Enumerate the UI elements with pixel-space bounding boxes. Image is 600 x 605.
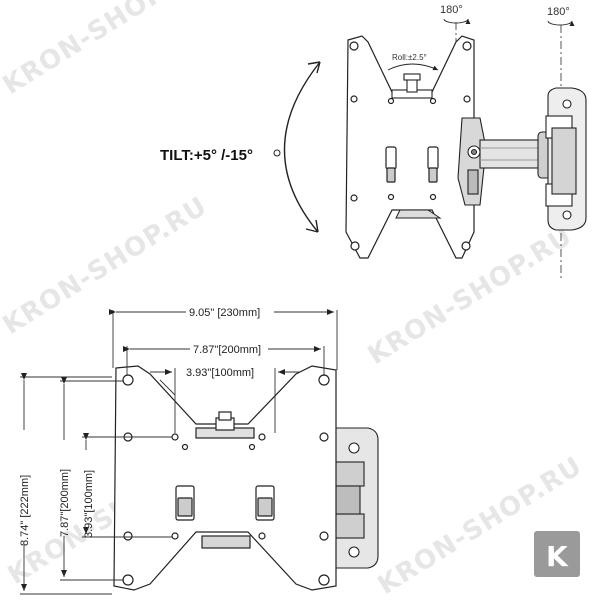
wall-plate bbox=[545, 87, 587, 231]
rotation-arrow-right bbox=[547, 20, 575, 27]
logo-letter: K bbox=[546, 540, 569, 573]
top-view: 180° 180° TILT:+5° /-15° bbox=[160, 4, 587, 280]
dim-width-mid bbox=[123, 346, 325, 376]
dim-height-mid bbox=[60, 377, 124, 581]
tilt-arc bbox=[283, 61, 321, 233]
watermark-1: KRON-SHOP.RU bbox=[0, 0, 213, 101]
rotation-left-label: 180° bbox=[440, 4, 463, 16]
width-inner-label: 3.93"[100mm] bbox=[186, 367, 254, 379]
dimension-drawing: 9.05" [230mm] 7.87"[200mm] 3.93"[100mm] … bbox=[19, 307, 379, 595]
height-outer-label: 8.74" [222mm] bbox=[19, 475, 31, 546]
watermark-2: KRON-SHOP.RU bbox=[0, 191, 213, 341]
tilt-pivot-icon bbox=[273, 149, 281, 157]
dim-height-inner bbox=[82, 433, 172, 538]
kron-logo: K bbox=[534, 531, 580, 577]
roll-knob bbox=[391, 73, 433, 99]
logo-background bbox=[534, 531, 580, 577]
dim-width-inner bbox=[150, 368, 300, 433]
tilt-joint bbox=[457, 117, 487, 206]
dim-width-outer bbox=[109, 309, 338, 370]
tilt-label: TILT:+5° /-15° bbox=[160, 147, 253, 164]
roll-label: Roll:±2.5° bbox=[392, 53, 427, 62]
rotation-right-label: 180° bbox=[547, 6, 570, 18]
height-inner-label: 3.93"[100mm] bbox=[83, 470, 95, 538]
width-outer-label: 9.05" [230mm] bbox=[189, 307, 260, 319]
height-mid-label: 7.87"[200mm] bbox=[59, 469, 71, 537]
dim-plate bbox=[113, 365, 337, 591]
watermark-3: KRON-SHOP.RU bbox=[363, 221, 578, 371]
watermark-5: KRON-SHOP.RU bbox=[373, 451, 588, 600]
width-mid-label: 7.87"[200mm] bbox=[193, 344, 261, 356]
swivel-arm bbox=[479, 131, 555, 179]
top-plate bbox=[345, 35, 475, 259]
plate-bottom-bar bbox=[395, 209, 442, 219]
roll-arrow bbox=[387, 63, 439, 71]
